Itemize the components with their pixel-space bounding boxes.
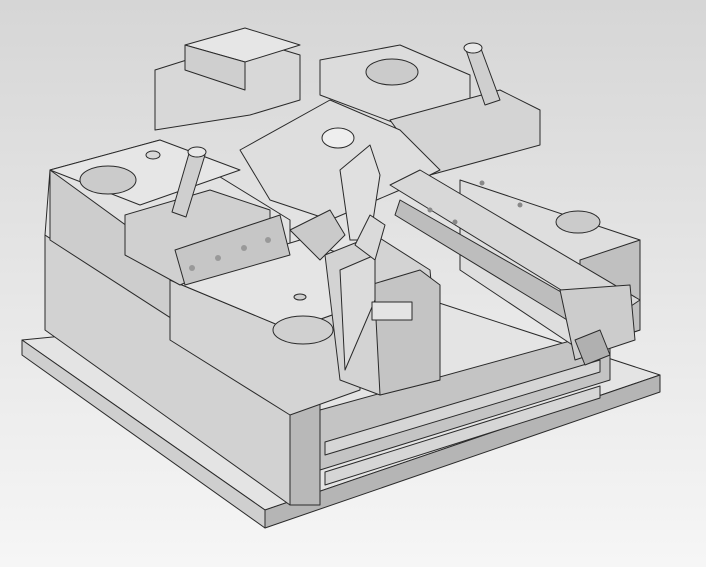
core-and-runner (239, 99, 641, 341)
front-slider (324, 214, 441, 396)
front-block (169, 239, 361, 416)
back-blocks (154, 27, 541, 176)
guide-hole (272, 315, 334, 345)
lower-block-right (319, 329, 611, 486)
guide-hole (79, 165, 137, 195)
left-slider (124, 189, 291, 286)
guide-hole (365, 58, 419, 86)
angle-pins (171, 42, 501, 218)
guide-hole (555, 210, 601, 234)
right-slider-end (559, 284, 636, 366)
